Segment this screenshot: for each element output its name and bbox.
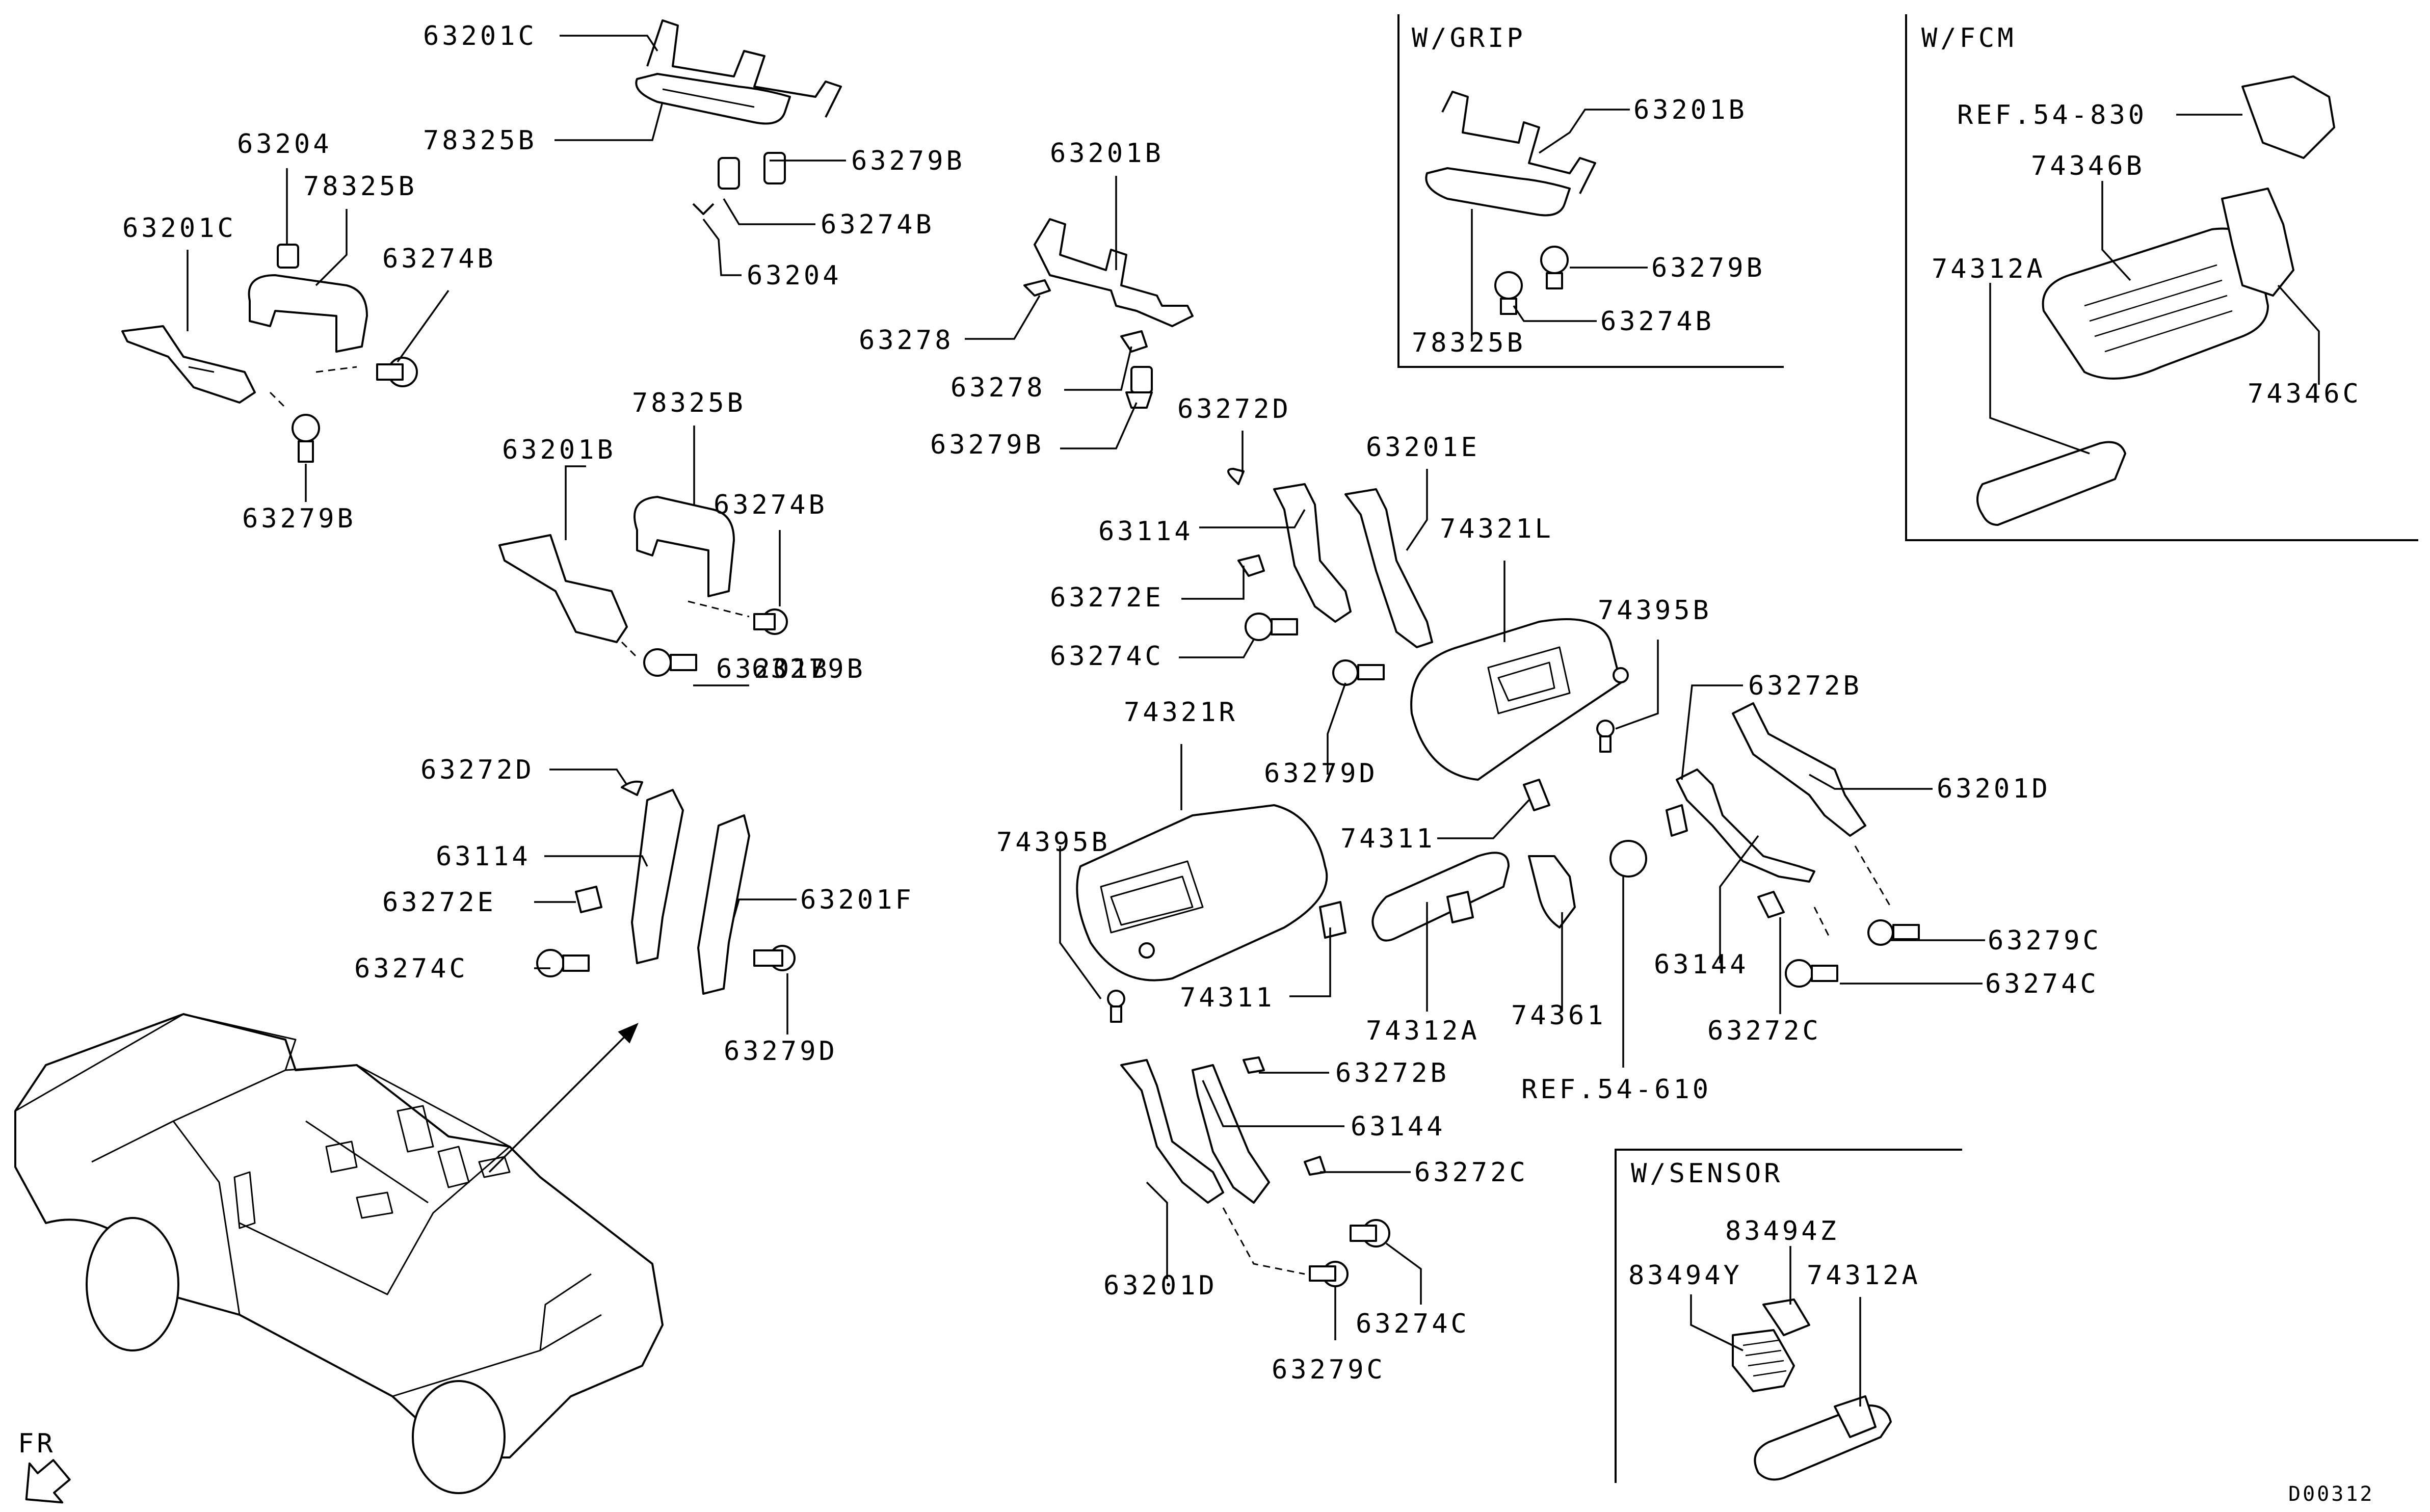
callout-label: 63114 (1098, 516, 1194, 547)
callout-label: 63274C (1985, 969, 2099, 999)
callout-label: 74312A (1932, 254, 2046, 284)
callout-label: 63274C (1356, 1309, 1470, 1339)
callout-label: 63274C (1050, 641, 1164, 672)
callout-label: 63279B (1651, 253, 1765, 283)
callout-label: 63272B (1748, 671, 1862, 701)
callout-labels: 63201C 78325B 63279B 63274B 63204 63204 … (122, 21, 2362, 1385)
callout-label: 78325B (1412, 328, 1526, 358)
callout-label: 63201E (1366, 432, 1480, 463)
inset-fcm-parts (1976, 75, 2335, 526)
callout-label: 63114 (436, 841, 531, 872)
callout-label: 63201C (423, 21, 537, 51)
grip-assembly-top (635, 19, 842, 215)
callout-label: 63272D (1177, 394, 1291, 425)
sun-visor-right (1076, 804, 1328, 1023)
inset-sensor-parts (1732, 1298, 1892, 1481)
grip-assembly-middle (498, 496, 788, 677)
callout-label: 74361 (1511, 1000, 1606, 1031)
callout-label: 74321L (1440, 514, 1554, 544)
callout-label: 63274B (382, 244, 496, 274)
callout-label: 83494Z (1725, 1216, 1839, 1246)
callout-label: 63272B (1335, 1058, 1449, 1089)
callout-label: 63278 (950, 373, 1046, 403)
callout-label: 63274B (821, 209, 935, 240)
sun-visor-left (1410, 618, 1629, 781)
inset-fcm-title: W/FCM (1921, 23, 2017, 54)
bracket-63201B (1023, 218, 1194, 409)
inset-sensor-title: W/SENSOR (1631, 1158, 1783, 1189)
front-direction-indicator: FR (18, 1428, 71, 1504)
callout-label: 78325B (423, 125, 537, 156)
grip-assembly-left (121, 244, 418, 463)
inset-fcm: W/FCM (1905, 14, 2418, 541)
assist-grip-far-right (1666, 702, 1920, 988)
callout-label: 63274C (354, 953, 468, 984)
callout-label: 63274B (714, 490, 828, 520)
callout-label: 63272E (382, 887, 496, 918)
direction-arrow-line (488, 1023, 638, 1173)
diagram-code: D00312 (2288, 1482, 2374, 1506)
callout-label: 63278 (859, 325, 954, 356)
callout-label: 74312A (1366, 1016, 1480, 1046)
callout-label: 63201B (716, 654, 830, 684)
callout-label: 63279B (851, 146, 965, 176)
callout-label: 83494Y (1628, 1260, 1742, 1291)
callout-label: 74395B (996, 827, 1111, 858)
callout-label: 74311 (1340, 824, 1436, 854)
callout-label: 63279B (752, 654, 866, 684)
callout-label: 63201F (800, 885, 914, 915)
inset-grip-parts (1425, 91, 1596, 315)
truck-outline (14, 1013, 664, 1494)
callout-label: 63272D (420, 755, 535, 785)
callout-label: 63144 (1654, 949, 1749, 980)
callout-label: 74395B (1598, 595, 1712, 626)
inset-grip-title: W/GRIP (1412, 23, 1526, 54)
callout-label: 78325B (632, 388, 746, 418)
callout-label: 63201C (122, 213, 236, 244)
callout-label: 74346B (2031, 151, 2145, 181)
callout-label: REF.54-610 (1521, 1074, 1711, 1105)
callout-label: 63204 (237, 129, 332, 160)
callout-label: 63272C (1414, 1157, 1528, 1188)
front-direction-label: FR (18, 1428, 56, 1459)
inset-grip: W/GRIP (1397, 14, 1784, 368)
rear-view-mirror (1319, 779, 1647, 942)
callout-label: 78325B (303, 171, 417, 202)
callout-label: 63274B (1600, 306, 1714, 337)
callout-label: 63279D (724, 1036, 838, 1067)
callout-label: 63279D (1264, 758, 1378, 789)
callout-label: 63279B (242, 503, 356, 534)
callout-label: 74321R (1124, 697, 1238, 728)
callout-label: 63279C (1988, 925, 2102, 956)
callout-label: 63201B (502, 435, 616, 465)
callout-label: 63201B (1050, 138, 1164, 169)
assist-grip-right (1227, 468, 1433, 686)
callout-label: 63272E (1050, 582, 1164, 613)
callout-label: 74311 (1180, 983, 1275, 1013)
callout-label: 74346C (2248, 379, 2362, 409)
callout-label: REF.54-830 (1957, 100, 2147, 130)
callout-label: 74312A (1807, 1260, 1921, 1291)
callout-label: 63201D (1937, 774, 2051, 804)
inset-sensor: W/SENSOR (1615, 1149, 1962, 1483)
callout-label: 63144 (1351, 1111, 1446, 1142)
callout-label: 63272C (1707, 1016, 1821, 1046)
callout-label: 63279B (930, 430, 1044, 460)
callout-label: 63201D (1103, 1270, 1218, 1301)
assist-grip-lower-left (536, 780, 796, 995)
callout-label: 63201B (1633, 95, 1748, 125)
callout-label: 63279C (1272, 1355, 1386, 1385)
callout-label: 63204 (747, 260, 842, 291)
leader-lines (187, 35, 2320, 1407)
